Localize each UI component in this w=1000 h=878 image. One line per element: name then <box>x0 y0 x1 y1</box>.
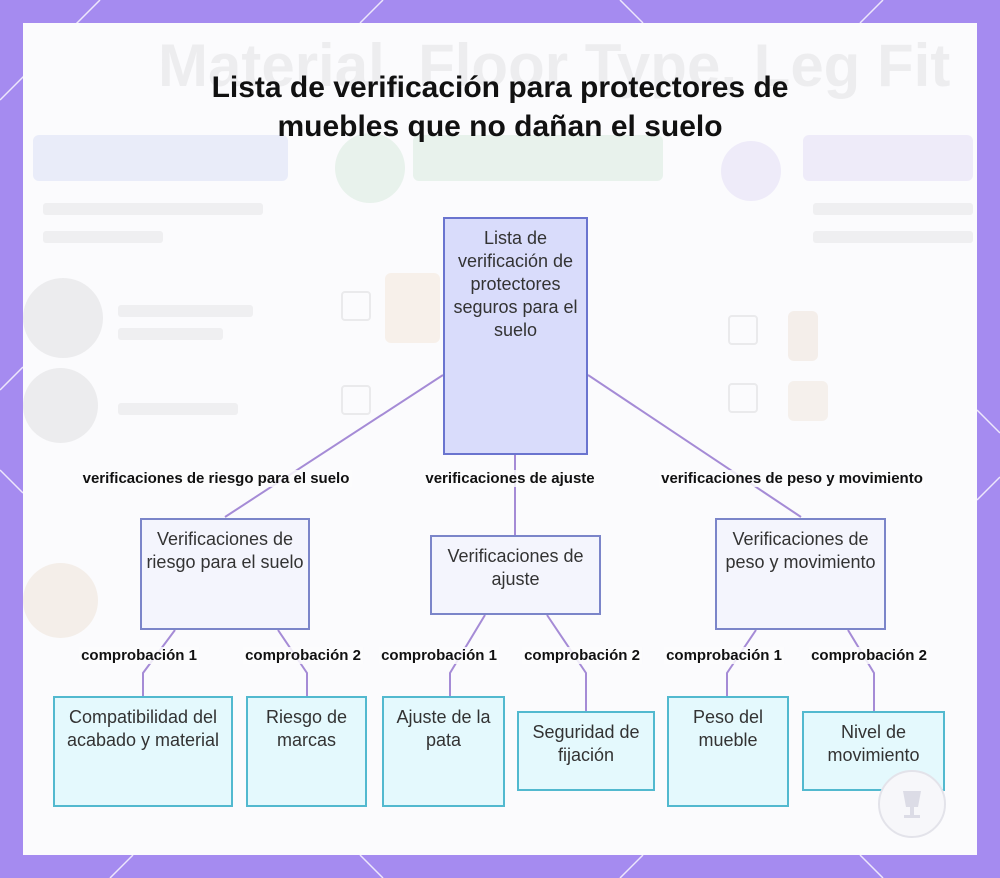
connector-branch-3-leaf-1 <box>726 629 757 696</box>
leaf-node-label: Seguridad de fijación <box>532 722 640 765</box>
ghost-line <box>813 203 973 215</box>
diagram-connectors <box>142 374 875 711</box>
connector-branch-1-leaf-1 <box>142 629 176 696</box>
ghost-tab <box>803 135 973 181</box>
leaf-node-furniture-weight: Peso del mueble <box>667 696 789 807</box>
root-node: Lista de verificación de protectores seg… <box>443 217 588 455</box>
cup-logo-icon <box>878 770 946 838</box>
ghost-checkbox <box>728 383 758 413</box>
edge-label-leaf: comprobación 1 <box>664 647 784 664</box>
edge-label-leaf: comprobación 2 <box>243 647 363 664</box>
leaf-node-label: Ajuste de la pata <box>396 707 491 750</box>
root-node-label: Lista de verificación de protectores seg… <box>453 228 578 340</box>
edge-label-branch-1: verificaciones de riesgo para el suelo <box>80 470 352 487</box>
leaf-node-label: Peso del mueble <box>692 707 764 750</box>
branch-node-label: Verificaciones de ajuste <box>447 546 584 589</box>
ghost-circle <box>23 368 98 443</box>
ghost-checkbox <box>728 315 758 345</box>
edge-label-branch-3: verificaciones de peso y movimiento <box>659 470 925 487</box>
diagram-title: Lista de verificación para protectores d… <box>211 71 789 143</box>
leaf-node-label: Riesgo de marcas <box>265 707 348 750</box>
connector-root-branch-1 <box>224 374 444 518</box>
ghost-circle <box>23 278 103 358</box>
ghost-checkbox <box>341 291 371 321</box>
ghost-line <box>43 231 163 243</box>
connector-branch-2-leaf-1 <box>449 614 486 696</box>
ghost-circle <box>335 133 405 203</box>
ghost-circle <box>23 563 98 638</box>
edge-label-leaf: comprobación 2 <box>522 647 642 664</box>
connector-branch-3-leaf-2 <box>847 629 875 711</box>
branch-node-label: Verificaciones de peso y movimiento <box>725 529 876 572</box>
branch-node-label: Verificaciones de riesgo para el suelo <box>146 529 304 572</box>
ghost-line <box>813 231 973 243</box>
leaf-node-label: Nivel de movimiento <box>827 722 920 765</box>
edge-label-branch-2: verificaciones de ajuste <box>423 470 597 487</box>
ghost-line <box>118 328 223 340</box>
branch-node-floor-risk: Verificaciones de riesgo para el suelo <box>140 518 310 630</box>
ghost-line <box>43 203 263 215</box>
ghost-swatch <box>385 273 440 343</box>
edge-label-leaf: comprobación 1 <box>379 647 499 664</box>
connector-root-branch-3 <box>587 374 802 518</box>
ghost-swatch <box>788 311 818 361</box>
connector-branch-1-leaf-2 <box>277 629 308 696</box>
leaf-node-finish-compatibility: Compatibilidad del acabado y material <box>53 696 233 807</box>
edge-label-leaf: comprobación 2 <box>809 647 929 664</box>
branch-node-weight-movement: Verificaciones de peso y movimiento <box>715 518 886 630</box>
branch-node-fit: Verificaciones de ajuste <box>430 535 601 615</box>
connector-branch-2-leaf-2 <box>546 614 587 711</box>
diagram-panel: Material, Floor Type, Leg Fit Lista de v… <box>23 23 977 855</box>
ghost-line <box>118 403 238 415</box>
ghost-circle <box>721 141 781 201</box>
ghost-checkbox <box>341 385 371 415</box>
ghost-line <box>118 305 253 317</box>
ghost-background-title: Material, Floor Type, Leg Fit <box>158 32 951 99</box>
ghost-swatch <box>788 381 828 421</box>
ghost-tab <box>413 135 663 181</box>
edge-label-leaf: comprobación 1 <box>79 647 199 664</box>
leaf-node-fixing-security: Seguridad de fijación <box>517 711 655 791</box>
leaf-node-label: Compatibilidad del acabado y material <box>66 707 220 750</box>
leaf-node-marking-risk: Riesgo de marcas <box>246 696 367 807</box>
leaf-node-leg-fit: Ajuste de la pata <box>382 696 505 807</box>
ghost-tab <box>33 135 288 181</box>
